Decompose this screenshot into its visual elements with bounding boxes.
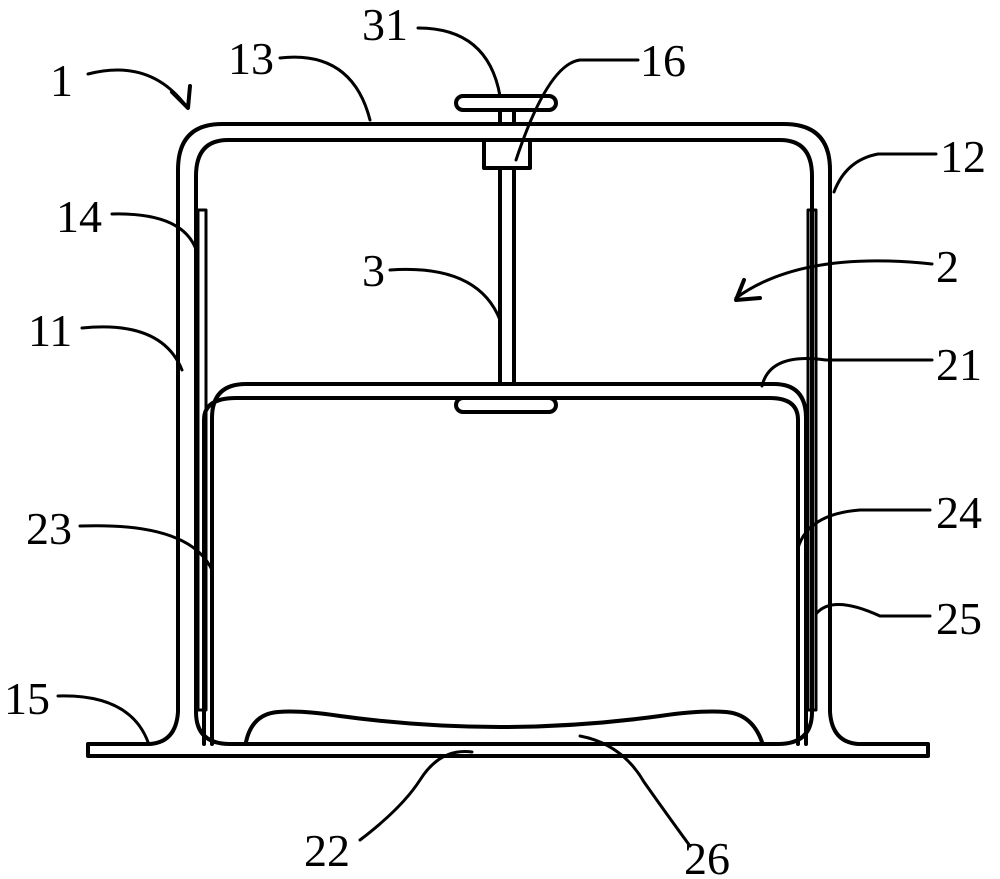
bottom-plate	[244, 709, 764, 744]
leader-15	[56, 694, 150, 744]
outer-housing-outer-wall	[86, 122, 930, 758]
leader-12	[832, 152, 938, 194]
label-1: 1	[50, 55, 73, 106]
label-12: 12	[940, 131, 986, 182]
top-knob	[454, 94, 558, 112]
label-26: 26	[684, 833, 730, 879]
label-22: 22	[304, 825, 350, 876]
label-3: 3	[362, 245, 385, 296]
label-15: 15	[4, 673, 50, 724]
leader-3	[388, 267, 502, 322]
outer-housing-inner-wall	[194, 138, 814, 714]
leader-21	[760, 356, 934, 388]
leader-31	[416, 26, 502, 98]
leader-25	[814, 603, 932, 618]
label-14: 14	[56, 191, 102, 242]
leader-1	[86, 68, 188, 108]
leader-23	[78, 524, 214, 572]
label-16: 16	[640, 35, 686, 86]
leader-2	[734, 259, 934, 300]
leader-lines	[56, 26, 938, 848]
leader-26	[578, 734, 692, 848]
leader-11	[80, 325, 184, 372]
leader-14	[110, 212, 200, 258]
label-2: 2	[936, 241, 959, 292]
leader-13	[278, 55, 372, 122]
leader-16	[514, 58, 640, 162]
label-31: 31	[362, 0, 408, 50]
leader-22	[358, 750, 474, 842]
label-24: 24	[936, 487, 982, 538]
inner-container-inner-wall	[202, 396, 800, 746]
inner-container-outer-wall	[210, 382, 808, 746]
label-21: 21	[936, 339, 982, 390]
bottom-knob	[454, 396, 558, 414]
label-13: 13	[228, 33, 274, 84]
labels: 1 13 31 16 12 14 3 2 11 21 23 24 25 15 2…	[4, 0, 986, 879]
inner-container	[202, 382, 808, 746]
label-11: 11	[28, 305, 72, 356]
arrowhead-1	[170, 84, 192, 110]
leader-24	[796, 508, 932, 550]
arrowhead-2	[734, 278, 762, 302]
label-25: 25	[936, 593, 982, 644]
housing-bottom-bend	[194, 710, 814, 746]
guide-sleeve	[482, 138, 532, 170]
rod-assembly	[454, 94, 558, 414]
label-23: 23	[26, 503, 72, 554]
